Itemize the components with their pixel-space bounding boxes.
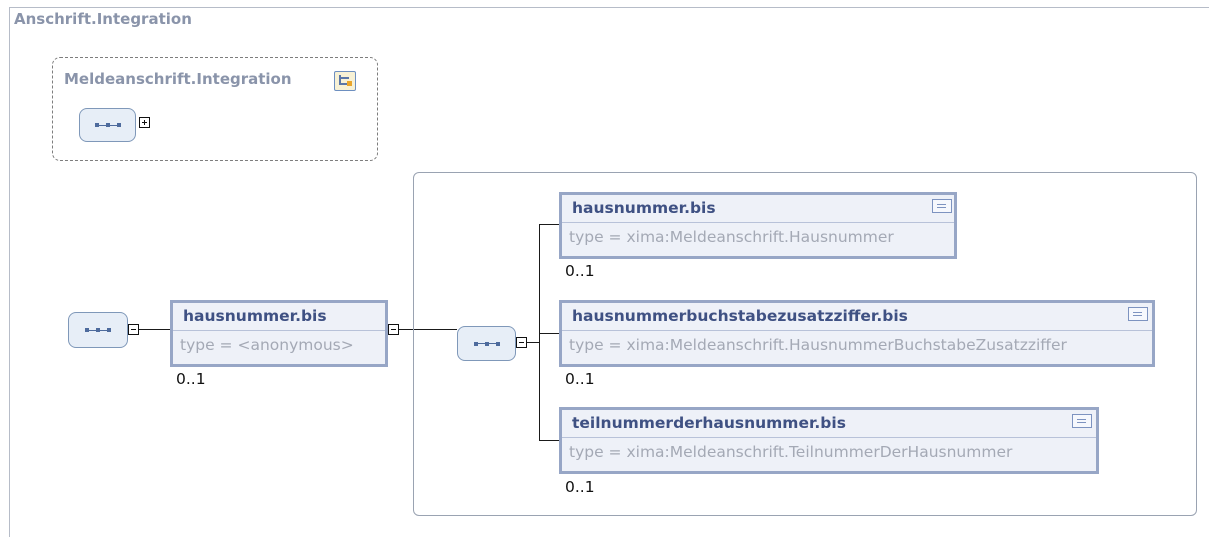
root-sequence-compositor[interactable] (68, 312, 128, 348)
element-hausnummer-bis[interactable]: hausnummer.bis type = <anonymous> (170, 300, 388, 367)
branch-line (539, 440, 559, 441)
group-sequence-compositor[interactable] (79, 108, 136, 142)
element-header (562, 410, 1096, 438)
collapse-minus-icon[interactable] (128, 324, 139, 335)
group-title: Meldeanschrift.Integration (64, 70, 292, 88)
element-name: hausnummer.bis (572, 199, 716, 217)
element-type: type = <anonymous> (180, 336, 354, 354)
branch-line (539, 224, 559, 225)
documentation-icon (932, 199, 952, 213)
element-child-teilnummerderhausnummer-bis[interactable]: teilnummerderhausnummer.bis type = xima:… (559, 407, 1099, 474)
element-type: type = xima:Meldeanschrift.HausnummerBuc… (569, 336, 1067, 354)
element-cardinality: 0..1 (565, 370, 595, 388)
child-sequence-compositor[interactable] (457, 326, 516, 361)
collapse-minus-icon[interactable] (388, 324, 399, 335)
element-child-hausnummer-bis[interactable]: hausnummer.bis type = xima:Meldeanschrif… (559, 192, 957, 259)
element-name: hausnummer.bis (183, 307, 327, 325)
diagram-title: Anschrift.Integration (14, 10, 192, 28)
documentation-icon (1128, 307, 1148, 321)
element-name: hausnummerbuchstabezusatzziffer.bis (572, 307, 908, 325)
connector-line (527, 342, 540, 343)
complex-type-icon (334, 71, 356, 91)
element-child-hausnummerbuchstabezusatzziffer-bis[interactable]: hausnummerbuchstabezusatzziffer.bis type… (559, 300, 1155, 367)
element-type: type = xima:Meldeanschrift.TeilnummerDer… (569, 443, 1013, 461)
diagram-frame (9, 7, 1209, 537)
element-header (562, 195, 954, 223)
complex-type-frame (413, 172, 1197, 516)
connector-line (399, 329, 457, 330)
element-cardinality: 0..1 (565, 262, 595, 280)
connector-line (139, 329, 170, 330)
element-header (173, 303, 385, 331)
element-cardinality: 0..1 (176, 370, 206, 388)
documentation-icon (1072, 414, 1092, 428)
branch-line (539, 224, 540, 441)
sequence-compositor-icon (94, 122, 121, 128)
expand-plus-icon[interactable] (139, 117, 150, 128)
element-cardinality: 0..1 (565, 478, 595, 496)
element-header (562, 303, 1152, 331)
element-name: teilnummerderhausnummer.bis (572, 414, 846, 432)
branch-line (539, 333, 559, 334)
collapse-minus-icon[interactable] (516, 337, 527, 348)
attribute-group-box (52, 57, 378, 161)
sequence-compositor-icon (85, 327, 111, 333)
element-type: type = xima:Meldeanschrift.Hausnummer (569, 228, 894, 246)
sequence-compositor-icon (473, 341, 500, 347)
